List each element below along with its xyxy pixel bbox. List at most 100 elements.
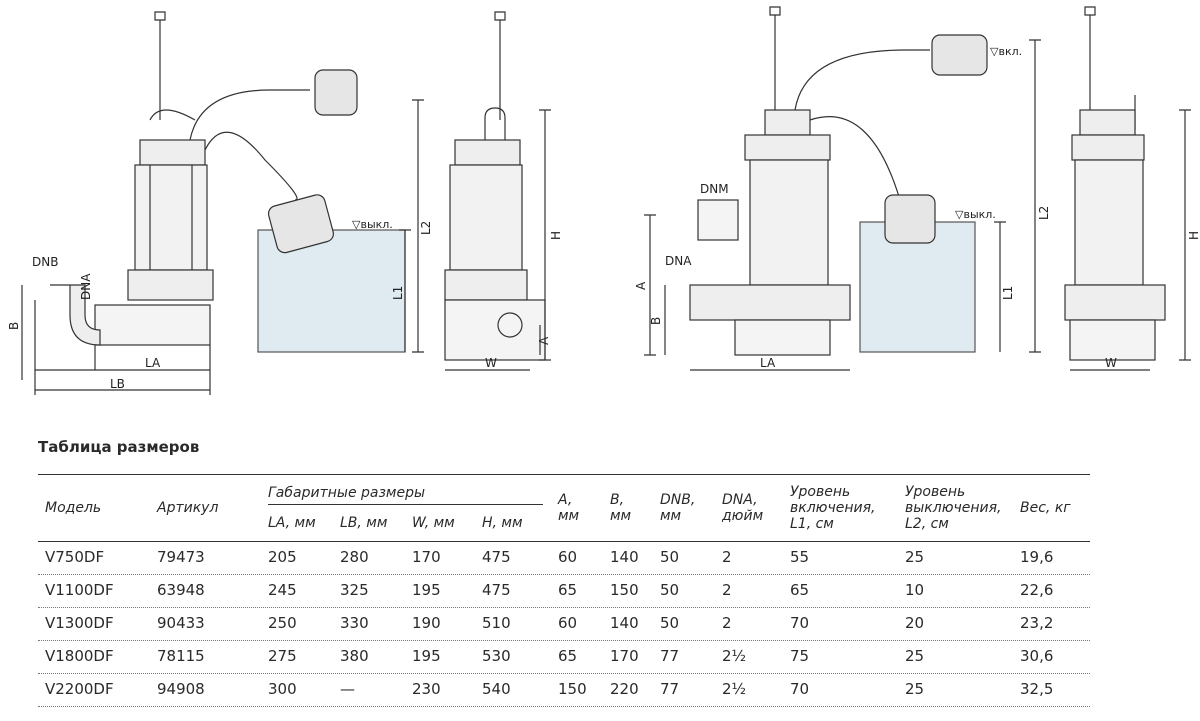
label-la: LA bbox=[145, 356, 161, 370]
cell-dna: 2½ bbox=[722, 680, 747, 698]
header-model: Модель bbox=[45, 500, 102, 516]
label-h: H bbox=[549, 231, 563, 240]
header-b-line: B, bbox=[610, 492, 625, 508]
header-dnb-line: мм bbox=[660, 508, 682, 524]
cell-model: V1100DF bbox=[45, 581, 114, 599]
cell-b: 140 bbox=[610, 614, 639, 632]
row-divider bbox=[38, 706, 1090, 707]
cell-weight: 22,6 bbox=[1020, 581, 1054, 599]
header-dna-line: DNA, bbox=[722, 492, 758, 508]
cell-la: 300 bbox=[268, 680, 297, 698]
table-title: Таблица размеров bbox=[38, 438, 200, 456]
cell-lb: 325 bbox=[340, 581, 369, 599]
header-la: LA, мм bbox=[268, 515, 316, 531]
cell-l1: 65 bbox=[790, 581, 810, 599]
cell-weight: 32,5 bbox=[1020, 680, 1054, 698]
cell-lb: 380 bbox=[340, 647, 369, 665]
label-l2: L2 bbox=[419, 221, 433, 235]
cell-article: 90433 bbox=[157, 614, 205, 632]
drawing-pump-front-right: H W bbox=[1064, 6, 1200, 371]
header-a: A,мм bbox=[558, 492, 579, 524]
cell-dnb: 77 bbox=[660, 647, 680, 665]
cell-la: 250 bbox=[268, 614, 297, 632]
row-divider bbox=[38, 574, 1090, 575]
row-divider bbox=[38, 640, 1090, 641]
cell-model: V1300DF bbox=[45, 614, 114, 632]
cell-lb: — bbox=[340, 680, 355, 698]
header-h: H, мм bbox=[482, 515, 523, 531]
cell-la: 205 bbox=[268, 548, 297, 566]
header-l2-line: выключения, bbox=[905, 500, 1002, 516]
cell-h: 530 bbox=[482, 647, 511, 665]
label-dnm: DNM bbox=[700, 182, 729, 196]
header-weight: Вес, кг bbox=[1020, 500, 1071, 516]
cell-dnb: 77 bbox=[660, 680, 680, 698]
label-dna-right: DNA bbox=[665, 254, 692, 268]
cell-weight: 30,6 bbox=[1020, 647, 1054, 665]
drawing-pump-side-left: DNB DNA B LA LB L2 L1 ▽выкл. bbox=[7, 11, 433, 395]
header-group: Габаритные размеры bbox=[268, 485, 426, 501]
cell-l2: 25 bbox=[905, 680, 925, 698]
cell-a: 150 bbox=[558, 680, 587, 698]
cell-a: 60 bbox=[558, 614, 578, 632]
label-a: A bbox=[537, 336, 551, 345]
label-b-right: B bbox=[649, 317, 663, 325]
cell-h: 475 bbox=[482, 548, 511, 566]
cell-b: 140 bbox=[610, 548, 639, 566]
header-l1-line: Уровень bbox=[790, 484, 851, 500]
cell-article: 79473 bbox=[157, 548, 205, 566]
cell-l1: 75 bbox=[790, 647, 810, 665]
header-dna: DNA,дюйм bbox=[722, 492, 763, 524]
cell-w: 195 bbox=[412, 647, 441, 665]
table-top-rule bbox=[38, 474, 1090, 475]
cell-weight: 19,6 bbox=[1020, 548, 1054, 566]
cell-dnb: 50 bbox=[660, 581, 680, 599]
label-l1-right: L1 bbox=[1001, 286, 1015, 300]
cell-dna: 2 bbox=[722, 581, 732, 599]
label-h-right: H bbox=[1187, 231, 1200, 240]
cell-dna: 2 bbox=[722, 614, 732, 632]
header-a-line: A, bbox=[558, 492, 573, 508]
label-la-right: LA bbox=[760, 356, 776, 370]
header-b-line: мм bbox=[610, 508, 632, 524]
cell-w: 230 bbox=[412, 680, 441, 698]
row-divider bbox=[38, 673, 1090, 674]
cell-dna: 2½ bbox=[722, 647, 747, 665]
label-w-right: W bbox=[1105, 356, 1117, 370]
cell-dnb: 50 bbox=[660, 614, 680, 632]
cell-article: 78115 bbox=[157, 647, 205, 665]
label-off-level: ▽выкл. bbox=[352, 218, 393, 231]
cell-model: V2200DF bbox=[45, 680, 114, 698]
cell-l1: 55 bbox=[790, 548, 810, 566]
cell-article: 63948 bbox=[157, 581, 205, 599]
header-dnb: DNB,мм bbox=[660, 492, 695, 524]
cell-la: 245 bbox=[268, 581, 297, 599]
cell-l2: 25 bbox=[905, 548, 925, 566]
drawing-pump-front-left: H W A bbox=[444, 11, 563, 371]
cell-la: 275 bbox=[268, 647, 297, 665]
cell-a: 60 bbox=[558, 548, 578, 566]
label-b: B bbox=[7, 322, 21, 330]
cell-lb: 330 bbox=[340, 614, 369, 632]
cell-b: 170 bbox=[610, 647, 639, 665]
cell-b: 220 bbox=[610, 680, 639, 698]
cell-l2: 20 bbox=[905, 614, 925, 632]
header-b: B,мм bbox=[610, 492, 631, 524]
cell-weight: 23,2 bbox=[1020, 614, 1054, 632]
row-divider bbox=[38, 607, 1090, 608]
label-l2-right: L2 bbox=[1037, 206, 1051, 220]
header-l2-line: L2, см bbox=[905, 516, 949, 532]
header-rule bbox=[38, 541, 1090, 542]
header-dna-line: дюйм bbox=[722, 508, 764, 524]
cell-model: V1800DF bbox=[45, 647, 114, 665]
header-w: W, мм bbox=[412, 515, 455, 531]
drawing-pump-side-right: DNM DNA A B LA ▽вкл. ▽выкл. L2 L1 bbox=[634, 6, 1051, 371]
label-a-right: A bbox=[634, 281, 648, 290]
cell-l2: 10 bbox=[905, 581, 925, 599]
label-dna: DNA bbox=[79, 273, 93, 300]
cell-h: 540 bbox=[482, 680, 511, 698]
cell-w: 195 bbox=[412, 581, 441, 599]
cell-w: 190 bbox=[412, 614, 441, 632]
group-rule bbox=[268, 504, 543, 505]
